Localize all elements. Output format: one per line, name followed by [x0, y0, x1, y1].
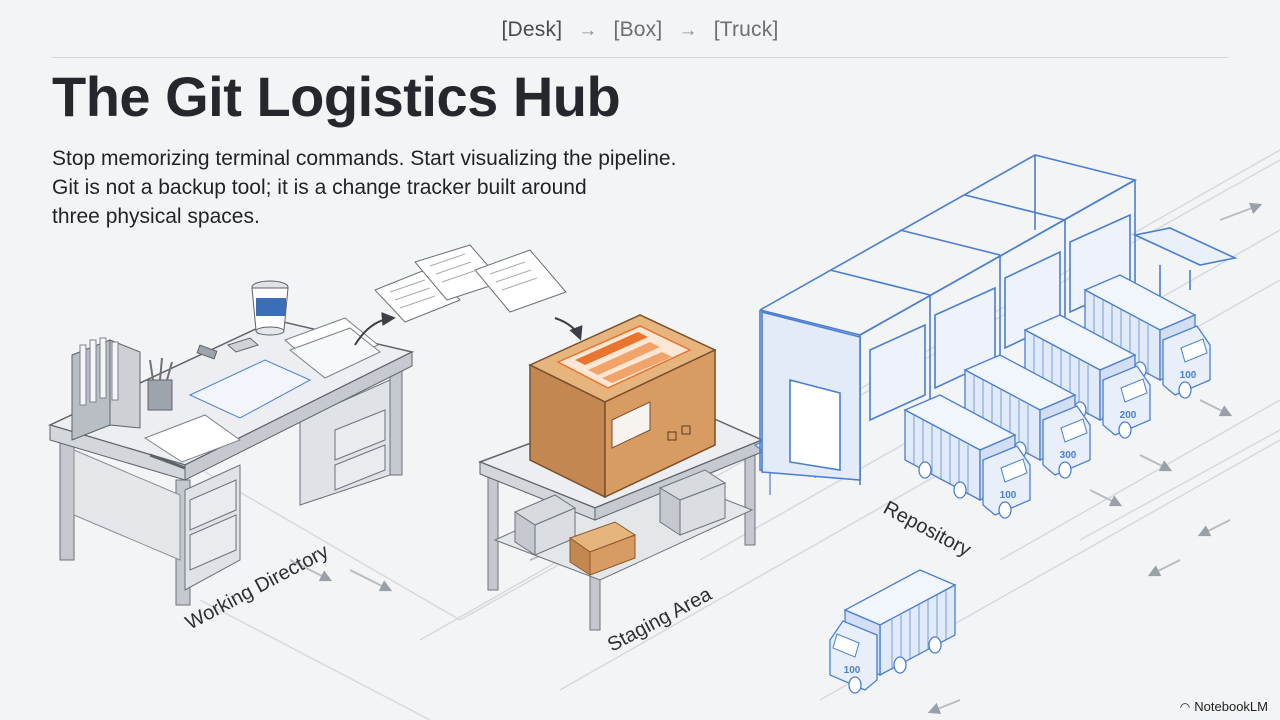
breadcrumb-desk: [Desk] — [501, 18, 563, 41]
breadcrumb: [Desk] → [Box] → [Truck] — [0, 18, 1280, 42]
breadcrumb-box: [Box] — [613, 18, 663, 41]
truck-number: 300 — [1060, 450, 1077, 461]
brand-watermark: ◠ NotebookLM — [1180, 699, 1268, 714]
subtitle-line: Git is not a backup tool; it is a change… — [52, 176, 587, 199]
repository-warehouse — [759, 154, 1238, 485]
truck-number: 100 — [844, 665, 861, 676]
breadcrumb-truck: [Truck] — [713, 18, 779, 41]
breadcrumb-arrow-icon: → — [578, 20, 598, 41]
breadcrumb-arrow-icon: → — [678, 20, 698, 41]
truck-number: 100 — [1180, 370, 1197, 381]
cup-band — [256, 298, 286, 316]
page-title: The Git Logistics Hub — [52, 65, 621, 128]
notebooklm-logo-icon: ◠ — [1179, 699, 1191, 714]
page-subtitle: Stop memorizing terminal commands. Start… — [52, 144, 676, 231]
truck: 100 — [1083, 274, 1211, 399]
trucks: 100 200 300 100 100 — [829, 274, 1211, 694]
label-repository: Repository — [880, 497, 975, 561]
truck-number: 100 — [1000, 490, 1017, 501]
truck: 100 — [829, 569, 957, 694]
brand-name: NotebookLM — [1194, 699, 1268, 714]
flow-arrows — [289, 202, 1263, 715]
label-staging-area: Staging Area — [604, 583, 716, 657]
truck-number: 200 — [1120, 410, 1137, 421]
staging-area-table — [477, 314, 764, 631]
subtitle-line: three physical spaces. — [52, 205, 260, 228]
subtitle-line: Stop memorizing terminal commands. Start… — [52, 147, 677, 170]
working-directory-desk — [47, 280, 415, 606]
truck: 100 — [903, 394, 1031, 519]
header-divider — [52, 57, 1228, 58]
floating-documents — [354, 244, 583, 346]
